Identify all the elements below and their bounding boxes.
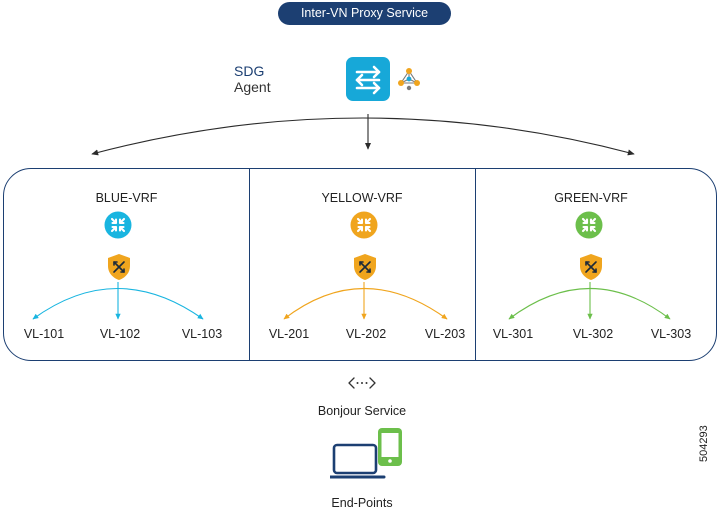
vrf-blue: BLUE-VRF VL-101 VL-102 (4, 169, 249, 360)
vrf-yellow: YELLOW-VRF VL-201 VL-202 (249, 169, 475, 360)
hub-icon (396, 66, 422, 92)
firewall-icon (578, 253, 604, 281)
firewall-icon (106, 253, 132, 281)
vlan-label: VL-302 (572, 327, 614, 341)
vlan-label: VL-301 (492, 327, 534, 341)
sdg-agent-label: SDG Agent (234, 63, 271, 95)
vlan-label: VL-103 (181, 327, 223, 341)
vlan-label: VL-202 (345, 327, 387, 341)
vlan-label: VL-303 (650, 327, 692, 341)
firewall-icon (352, 253, 378, 281)
laptop-phone-icon (330, 425, 406, 481)
title-badge: Inter-VN Proxy Service (278, 2, 451, 25)
end-points-label: End-Points (331, 496, 393, 510)
router-icon (104, 211, 132, 239)
router-icon (575, 211, 603, 239)
figure-number: 504293 (698, 425, 710, 462)
sdg-label-line2: Agent (234, 79, 271, 95)
sdg-distribution-arc (91, 117, 635, 156)
vrf-name: BLUE-VRF (95, 191, 158, 205)
blue-vrf-links (32, 282, 204, 320)
vlan-label: VL-102 (99, 327, 141, 341)
sdg-label-line1: SDG (234, 63, 265, 79)
vlan-label: VL-101 (23, 327, 65, 341)
vrf-divider (249, 169, 250, 360)
router-icon (350, 211, 378, 239)
yellow-vrf-links (283, 282, 448, 320)
vrf-divider (475, 169, 476, 360)
switch-icon (346, 57, 390, 101)
vlan-label: VL-201 (268, 327, 310, 341)
vrf-name: GREEN-VRF (554, 191, 628, 205)
vlan-label: VL-203 (424, 327, 466, 341)
bidirectional-arrow-icon (347, 375, 377, 391)
vrf-green: GREEN-VRF VL-301 VL-302 (475, 169, 718, 360)
bonjour-service-label: Bonjour Service (317, 404, 407, 418)
vrf-container: BLUE-VRF VL-101 VL-102 (3, 168, 717, 361)
vrf-name: YELLOW-VRF (321, 191, 403, 205)
green-vrf-links (508, 282, 671, 320)
